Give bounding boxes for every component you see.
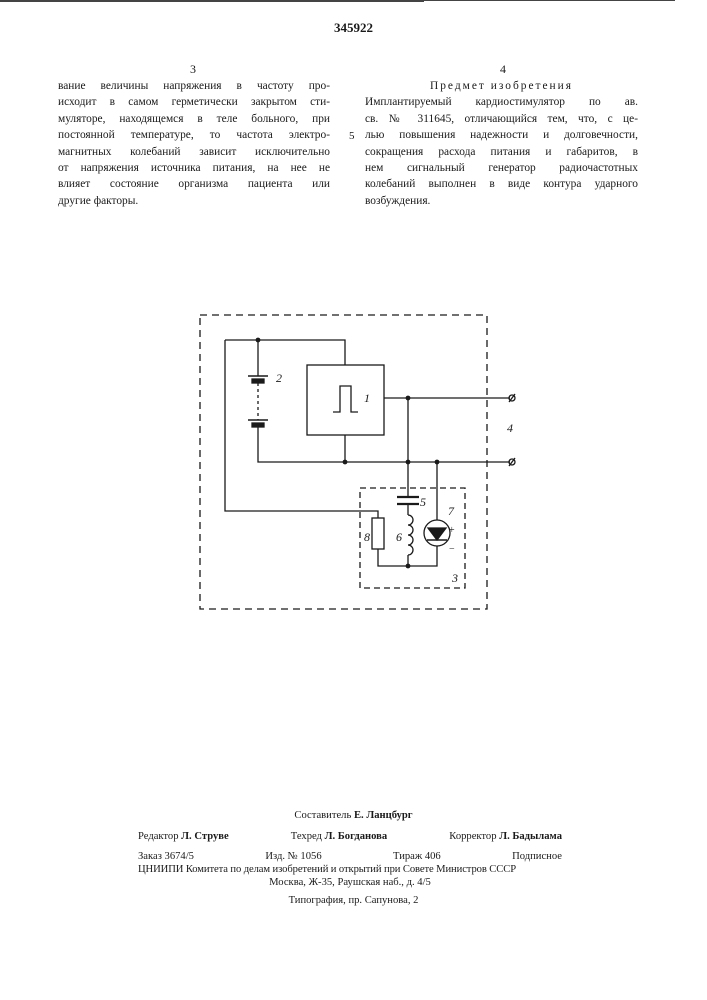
diode-minus-sign: −: [449, 544, 455, 555]
label-diode-7: 7: [448, 504, 455, 518]
junction-dot: [406, 564, 411, 569]
editor-label: Редактор: [138, 831, 179, 842]
label-module-3: 3: [451, 571, 458, 585]
compiler-label: Составитель: [294, 810, 351, 821]
techred-credit: Техред Л. Богданова: [291, 831, 387, 842]
block-1-pulse-generator: [307, 365, 384, 435]
diode-7-triangle: [428, 528, 446, 540]
inductor-6-coil: [408, 515, 413, 555]
order-number: Заказ 3674/5: [138, 851, 194, 862]
techred-label: Техред: [291, 831, 322, 842]
resistor-8: [372, 518, 384, 549]
junction-dot: [406, 396, 411, 401]
editor-credit: Редактор Л. Струве: [138, 831, 229, 842]
printing-house: Типография, пр. Сапунова, 2: [0, 895, 707, 906]
label-capacitor-5: 5: [420, 495, 426, 509]
pulse-icon: [333, 386, 358, 412]
corrector-label: Корректор: [449, 831, 496, 842]
techred-name: Л. Богданова: [325, 831, 388, 842]
order-row: Заказ 3674/5 Изд. № 1056 Тираж 406 Подпи…: [138, 851, 562, 862]
credits-row: Редактор Л. Струве Техред Л. Богданова К…: [138, 831, 562, 842]
junction-dot: [256, 338, 261, 343]
label-block-1: 1: [364, 391, 370, 405]
battery-plate: [252, 379, 264, 383]
diode-plus-sign: +: [449, 525, 455, 536]
corrector-name: Л. Бадылама: [499, 831, 562, 842]
compiler-name: Е. Ланцбург: [354, 810, 413, 821]
battery-plate: [252, 423, 264, 427]
editor-name: Л. Струве: [181, 831, 229, 842]
wire-top-rail: [225, 340, 345, 365]
compiler-line: Составитель Е. Ланцбург: [0, 810, 707, 821]
print-run: Тираж 406: [393, 851, 441, 862]
label-resistor-8: 8: [364, 530, 370, 544]
corrector-credit: Корректор Л. Бадылама: [449, 831, 562, 842]
label-terminals-4: 4: [507, 421, 513, 435]
address-line: Москва, Ж-35, Раушская наб., д. 4/5: [138, 877, 562, 888]
label-battery-2: 2: [276, 371, 282, 385]
subscription-note: Подписное: [512, 851, 562, 862]
junction-dot: [435, 460, 440, 465]
label-inductor-6: 6: [396, 530, 402, 544]
wire-to-resistor: [225, 340, 378, 518]
junction-dot: [343, 460, 348, 465]
institute-line: ЦНИИПИ Комитета по делам изобретений и о…: [138, 864, 562, 875]
junction-dot: [406, 460, 411, 465]
edition-number: Изд. № 1056: [265, 851, 321, 862]
